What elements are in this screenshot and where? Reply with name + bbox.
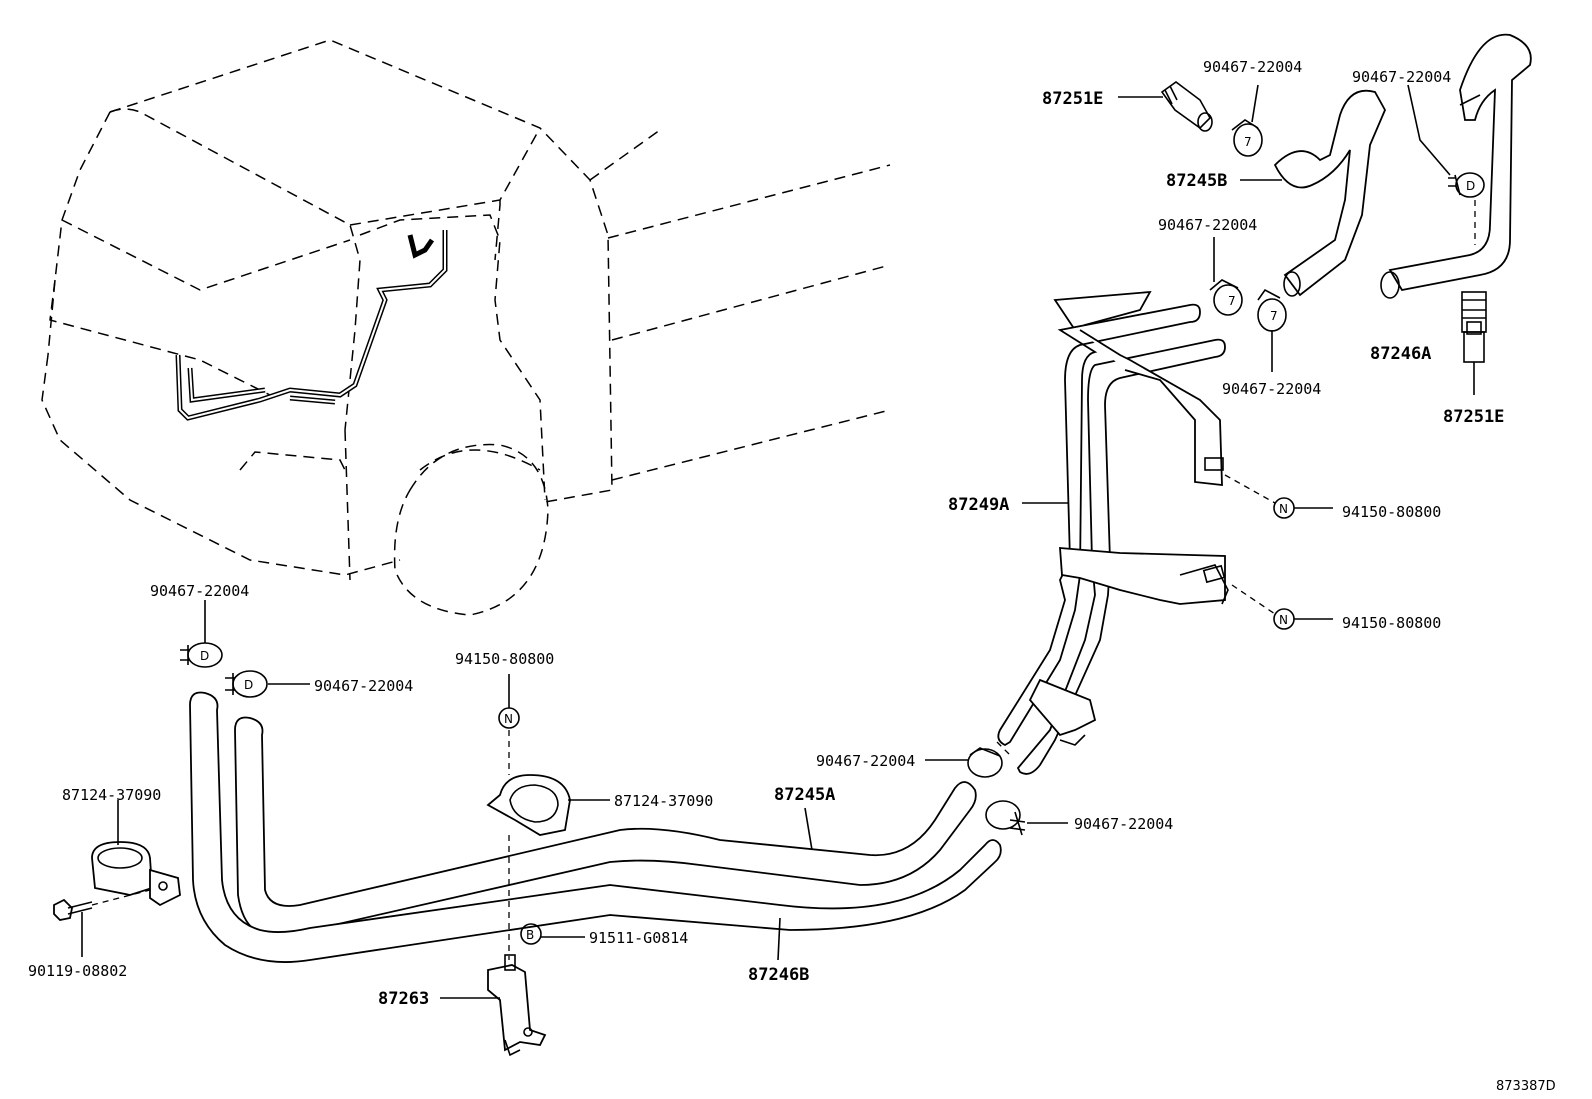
label-90467-f: 90467-22004 xyxy=(1074,815,1173,833)
svg-text:N: N xyxy=(504,712,513,726)
hose-87246b xyxy=(189,691,1002,963)
pipe-assembly-87249a xyxy=(996,290,1276,775)
label-87251e-top: 87251E xyxy=(1042,89,1103,109)
label-87124-mid: 87124-37090 xyxy=(614,792,713,810)
svg-text:B: B xyxy=(526,928,534,942)
bolt-90119 xyxy=(53,889,151,957)
leader-87245a xyxy=(804,807,813,851)
n-symbol-b: N xyxy=(1273,608,1333,630)
label-94150-a: 94150-80800 xyxy=(1342,503,1441,521)
hose-87245b xyxy=(1240,89,1387,297)
label-94150-b: 94150-80800 xyxy=(1342,614,1441,632)
clamp-top-b: D xyxy=(1407,84,1485,198)
label-90467-b: 90467-22004 xyxy=(1352,68,1451,86)
svg-text:N: N xyxy=(1279,502,1288,516)
clamp-mid-c: 7 xyxy=(1209,237,1243,316)
clamp-mid-d: 7 xyxy=(1257,288,1287,372)
label-87124-left: 87124-37090 xyxy=(62,786,161,804)
label-90467-a: 90467-22004 xyxy=(1203,58,1302,76)
b-symbol: B xyxy=(520,923,585,945)
valve-87251e-right xyxy=(1461,291,1487,395)
label-94150-mid: 94150-80800 xyxy=(455,650,554,668)
truck-cab-outline xyxy=(41,39,891,616)
label-90467-left1: 90467-22004 xyxy=(150,582,249,600)
n-symbol-a: N xyxy=(1273,497,1333,519)
label-87245a: 87245A xyxy=(774,785,835,805)
clamp-bottom-f xyxy=(985,800,1068,836)
label-91511: 91511-G0814 xyxy=(589,929,688,947)
svg-text:7: 7 xyxy=(1270,309,1278,323)
label-87245b: 87245B xyxy=(1166,171,1227,191)
label-90467-e: 90467-22004 xyxy=(816,752,915,770)
label-90467-left2: 90467-22004 xyxy=(314,677,413,695)
n-symbol-mid: N xyxy=(498,674,520,960)
label-90467-c: 90467-22004 xyxy=(1158,216,1257,234)
clamp-left-1: D xyxy=(180,600,223,668)
label-87246b: 87246B xyxy=(748,965,809,985)
leader-87246b xyxy=(777,917,781,961)
clamp-left-2: D xyxy=(225,670,310,698)
svg-text:D: D xyxy=(244,678,253,692)
label-87249a: 87249A xyxy=(948,495,1009,515)
valve-87251e-top xyxy=(1118,81,1213,132)
clip-87124-left xyxy=(91,800,181,907)
svg-text:N: N xyxy=(1279,613,1288,627)
svg-text:7: 7 xyxy=(1228,294,1236,308)
hose-87245a xyxy=(234,716,977,938)
label-87246a: 87246A xyxy=(1370,344,1431,364)
label-87263: 87263 xyxy=(378,989,429,1009)
diagram-reference-number: 873387D xyxy=(1496,1079,1556,1094)
svg-text:D: D xyxy=(200,649,209,663)
label-87251e-right: 87251E xyxy=(1443,407,1504,427)
clip-87124-mid xyxy=(486,774,610,836)
svg-text:7: 7 xyxy=(1244,135,1252,149)
clamp-top-a: 7 xyxy=(1231,84,1263,157)
bracket-87263 xyxy=(440,954,547,1057)
svg-text:D: D xyxy=(1466,179,1475,193)
clamp-bottom-e xyxy=(925,747,1003,778)
hose-87246a xyxy=(1380,33,1532,299)
label-90467-d: 90467-22004 xyxy=(1222,380,1321,398)
label-90119: 90119-08802 xyxy=(28,962,127,980)
cab-harness-line xyxy=(175,230,448,421)
